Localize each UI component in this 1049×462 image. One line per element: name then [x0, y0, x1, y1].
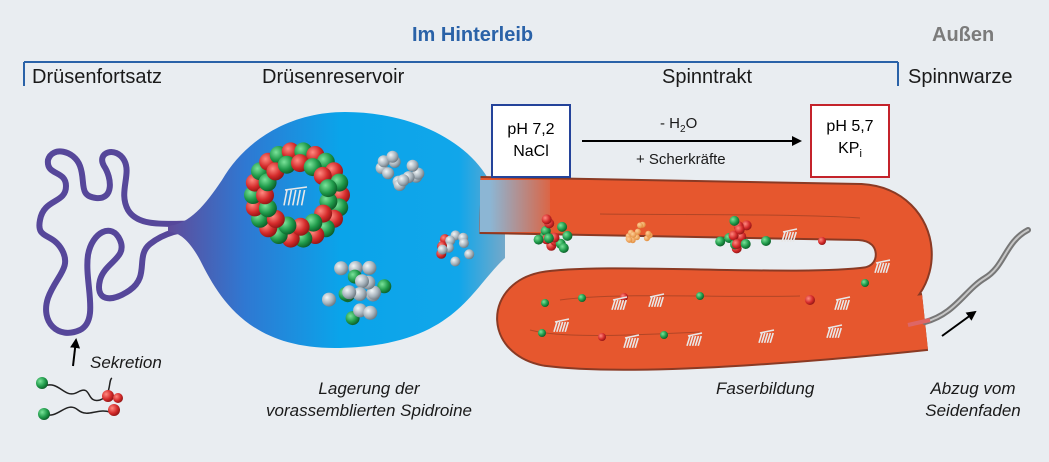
- mixed-sphere: [464, 249, 475, 260]
- duct-sphere: [557, 221, 568, 232]
- caption-pull: Abzug vom Seidenfaden: [925, 379, 1021, 420]
- duct-sphere: [598, 333, 606, 341]
- fiber-segment: [686, 332, 703, 347]
- duct-sphere: [543, 233, 554, 244]
- start-condition-box: pH 7,2 NaCl: [491, 104, 571, 178]
- gray-sphere: [363, 305, 378, 320]
- duct-sphere: [734, 224, 745, 235]
- caption-storage: Lagerung der vorassemblierten Spidroine: [266, 379, 472, 420]
- start-ph: pH 7,2: [507, 121, 555, 138]
- fiber-segment: [611, 296, 628, 311]
- end-condition-box: pH 5,7 KPi: [810, 104, 890, 178]
- duct-sphere: [541, 299, 549, 307]
- arrow-label-water: - H2O: [660, 115, 698, 135]
- orange-sphere: [637, 222, 643, 229]
- end-salt: KPi: [838, 140, 862, 161]
- caption-secretion: Sekretion: [90, 353, 162, 372]
- gray-sphere: [352, 287, 367, 302]
- duct-sphere: [861, 279, 869, 287]
- header-outside: Außen: [932, 24, 995, 46]
- duct-sphere: [761, 236, 771, 246]
- fiber-segment: [758, 329, 775, 344]
- duct-sphere: [696, 292, 704, 300]
- orange-sphere: [626, 236, 633, 243]
- duct-sphere: [740, 239, 751, 249]
- arrow-label-shear: + Scherkräfte: [636, 151, 726, 168]
- micelle-sphere: [319, 179, 338, 198]
- duct-sphere: [728, 230, 739, 241]
- gray-sphere: [322, 292, 336, 307]
- gray-sphere: [382, 167, 395, 180]
- header-inside: Im Hinterleib: [412, 24, 534, 46]
- duct-sphere: [715, 236, 726, 247]
- caption-fiber: Faserbildung: [716, 379, 815, 398]
- micelle-core: [283, 186, 308, 206]
- gray-sphere: [342, 285, 357, 300]
- gray-sphere: [397, 174, 410, 187]
- duct-sphere: [731, 239, 742, 250]
- gray-sphere: [377, 279, 392, 294]
- duct-sphere: [562, 230, 573, 241]
- orange-sphere: [645, 230, 652, 237]
- spinning-duct: [479, 176, 933, 371]
- duct-sphere: [578, 294, 586, 302]
- gray-sphere: [334, 261, 349, 276]
- gray-sphere: [386, 150, 399, 163]
- fiber-segment: [648, 293, 665, 308]
- duct-sphere: [538, 329, 546, 337]
- duct-sphere: [558, 243, 569, 253]
- section-bracket: [23, 61, 899, 86]
- mixed-sphere: [437, 244, 448, 255]
- pull-arrow: [941, 310, 977, 337]
- mixed-sphere: [458, 238, 469, 249]
- fiber-segment: [553, 318, 570, 333]
- section-reservoir: Drüsenreservoir: [262, 66, 405, 88]
- micelle-sphere: [291, 217, 310, 236]
- section-spinneret: Spinnwarze: [908, 66, 1013, 88]
- duct-sphere: [818, 237, 826, 245]
- orange-sphere: [630, 231, 637, 238]
- duct-sphere: [533, 234, 544, 245]
- gray-sphere: [377, 155, 390, 168]
- gland-reservoir: [168, 112, 505, 349]
- start-salt: NaCl: [513, 143, 549, 160]
- section-spinning-duct: Spinntrakt: [662, 66, 753, 88]
- spidroine-particles: [244, 142, 891, 349]
- gray-sphere: [406, 159, 419, 172]
- mixed-sphere: [450, 256, 461, 267]
- duct-sphere: [805, 295, 815, 305]
- duct-sphere: [729, 215, 740, 226]
- micelle-sphere: [277, 155, 296, 174]
- fiber-segment: [623, 334, 640, 349]
- section-gland-tail: Drüsenfortsatz: [32, 66, 163, 88]
- free-spidroine-chains: [36, 377, 123, 420]
- fiber-segment: [826, 324, 843, 339]
- fiber-segment: [834, 296, 851, 311]
- duct-sphere: [660, 331, 668, 339]
- gland-tail-tube: [36, 148, 208, 336]
- gray-sphere: [367, 285, 381, 300]
- gray-sphere: [355, 274, 369, 289]
- fiber-segment: [781, 228, 798, 243]
- fiber-segment: [874, 259, 891, 274]
- duct-sphere: [541, 214, 552, 225]
- end-ph: pH 5,7: [826, 118, 874, 136]
- secretion-arrow: [70, 338, 81, 367]
- gray-sphere: [362, 260, 377, 275]
- orange-sphere: [634, 228, 641, 235]
